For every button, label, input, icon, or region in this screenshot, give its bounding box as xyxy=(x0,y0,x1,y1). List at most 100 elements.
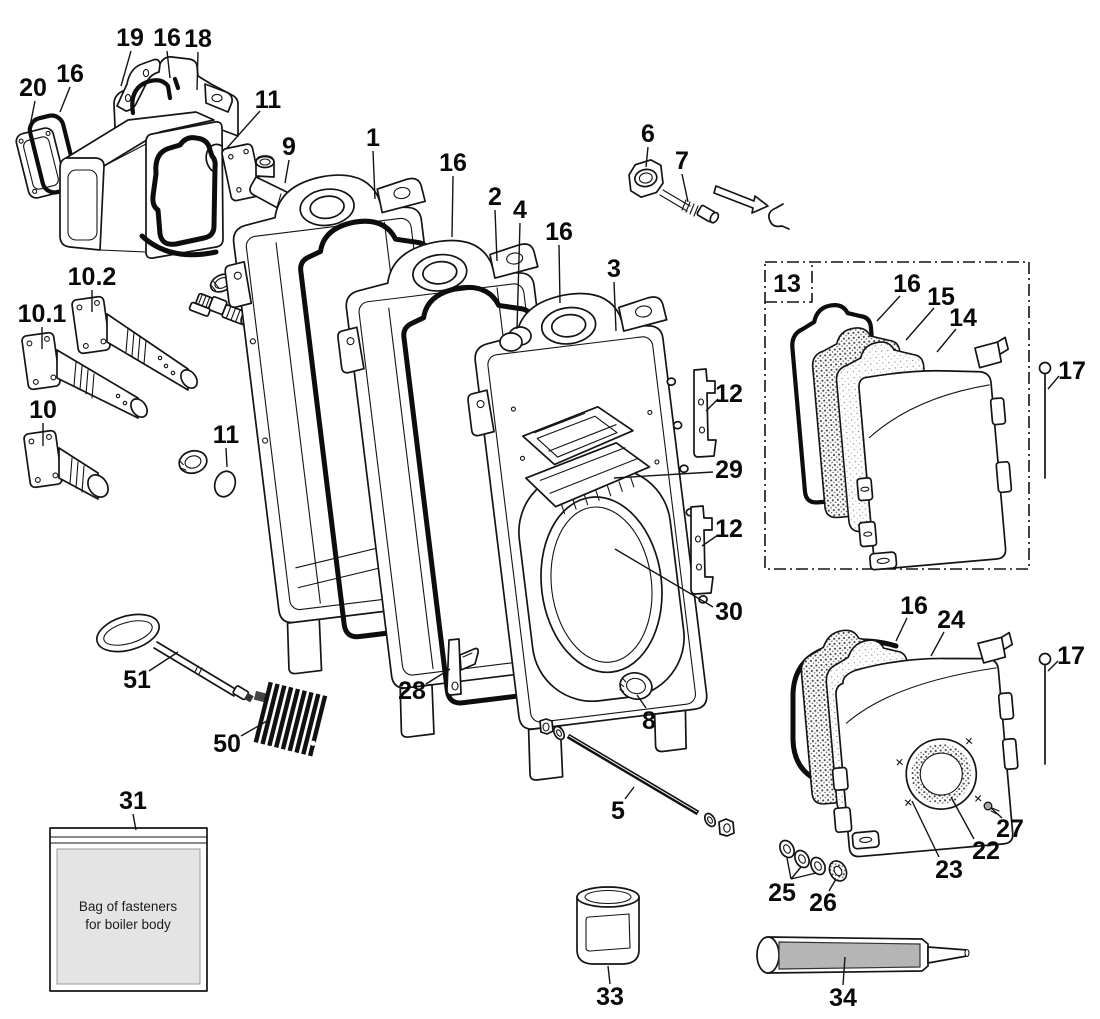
part-label-23: 23 xyxy=(935,856,963,884)
baffle-tray-30 xyxy=(525,441,651,515)
plug-4 xyxy=(499,326,532,352)
leader-line-16 xyxy=(59,86,71,113)
boiler-section-3 xyxy=(467,292,708,781)
part-label-1: 1 xyxy=(366,124,380,152)
plug-and-oring-11 xyxy=(178,449,237,498)
part-label-3: 3 xyxy=(607,255,621,283)
part-label-10.2: 10.2 xyxy=(68,263,117,291)
part-label-12: 12 xyxy=(715,380,743,408)
leader-line-14 xyxy=(936,328,957,353)
part-label-24: 24 xyxy=(937,606,965,634)
leader-line-24 xyxy=(930,631,945,657)
leader-line-25 xyxy=(790,872,817,880)
part-label-26: 26 xyxy=(809,889,837,917)
leader-line-5 xyxy=(624,786,635,800)
leader-line-16 xyxy=(895,617,908,642)
part-label-51: 51 xyxy=(123,666,151,694)
leader-line-29 xyxy=(613,471,714,479)
cleaning-door-panel xyxy=(856,336,1013,571)
leader-line-25 xyxy=(790,866,802,880)
front-door-panel xyxy=(831,631,1019,858)
insulated-washer-26 xyxy=(828,860,848,882)
bag-text-line2: for boiler body xyxy=(85,917,171,932)
kit-box-13 xyxy=(764,261,1030,571)
leader-line-9 xyxy=(284,159,290,184)
part-label-4: 4 xyxy=(513,196,527,224)
part-label-16: 16 xyxy=(56,60,84,88)
part-label-29: 29 xyxy=(715,456,743,484)
part-label-5: 5 xyxy=(611,797,625,825)
leader-line-15 xyxy=(905,307,935,341)
part-label-9: 9 xyxy=(282,133,296,161)
retaining-pin-17-upper xyxy=(1038,361,1052,479)
sealant-cartridge-34 xyxy=(756,936,970,974)
bracket-12-upper xyxy=(693,368,717,458)
door-gasket-16 xyxy=(790,303,887,505)
cleaning-handle-51 xyxy=(96,613,254,703)
part-label-13: 13 xyxy=(773,270,801,298)
leader-line-51 xyxy=(148,651,179,672)
leader-line-4 xyxy=(516,222,521,330)
flanged-pipe-10-1 xyxy=(21,331,148,419)
part-label-22: 22 xyxy=(972,837,1000,865)
leader-line-16 xyxy=(451,175,454,238)
part-label-10: 10 xyxy=(29,396,57,424)
part-label-7: 7 xyxy=(675,147,689,175)
part-label-16: 16 xyxy=(893,270,921,298)
front-panel-assembly xyxy=(779,629,1019,882)
leader-line-11 xyxy=(226,110,261,149)
leader-line-6 xyxy=(645,146,649,168)
part-label-16: 16 xyxy=(153,24,181,52)
part-label-33: 33 xyxy=(596,983,624,1011)
part-label-8: 8 xyxy=(642,707,656,735)
leader-line-12 xyxy=(705,398,719,412)
leader-line-1 xyxy=(372,150,376,200)
screw-27 xyxy=(983,801,1000,815)
part-label-11: 11 xyxy=(255,86,282,114)
leader-line-25 xyxy=(786,857,792,880)
part-label-16: 16 xyxy=(545,218,573,246)
part-label-20: 20 xyxy=(19,74,47,102)
part-label-30: 30 xyxy=(715,598,743,626)
leader-line-33 xyxy=(607,965,611,985)
collector-box xyxy=(59,111,224,259)
washers-25 xyxy=(779,839,826,876)
leader-line-11 xyxy=(225,447,228,468)
leader-line-17 xyxy=(1047,660,1059,672)
part-label-12: 12 xyxy=(715,515,743,543)
retaining-clip xyxy=(768,203,790,230)
bushing-6 xyxy=(628,159,664,198)
cleaning-brush-50 xyxy=(253,681,328,757)
part-label-19: 19 xyxy=(116,24,144,52)
leader-line-31 xyxy=(132,813,137,831)
plug-8 xyxy=(619,672,653,700)
part-label-27: 27 xyxy=(996,815,1024,843)
leader-line-16 xyxy=(876,295,901,322)
flanged-pipe-10 xyxy=(23,429,109,500)
bracket-12-lower xyxy=(690,505,714,595)
part-label-17: 17 xyxy=(1057,642,1085,670)
part-label-11: 11 xyxy=(213,421,240,449)
tie-rod-5 xyxy=(539,718,735,837)
clip-28 xyxy=(446,638,480,696)
leader-line-16 xyxy=(558,244,561,304)
sleeve-33 xyxy=(576,886,640,965)
part-label-17: 17 xyxy=(1058,357,1086,385)
leader-line-16 xyxy=(166,50,171,79)
gasket-small xyxy=(130,76,181,116)
leader-line-50 xyxy=(240,720,268,737)
leader-line-12 xyxy=(701,534,719,547)
leader-line-2 xyxy=(494,209,498,262)
part-label-34: 34 xyxy=(829,984,857,1012)
leader-line-22 xyxy=(950,796,975,840)
bag-text-line1: Bag of fasteners xyxy=(79,899,178,914)
part-label-28: 28 xyxy=(398,677,426,705)
part-label-15: 15 xyxy=(927,283,955,311)
gasket-section-2-3 xyxy=(401,284,580,706)
leader-line-20 xyxy=(29,100,36,127)
leader-line-17 xyxy=(1047,375,1060,390)
retaining-pin-17-lower xyxy=(1038,652,1052,765)
